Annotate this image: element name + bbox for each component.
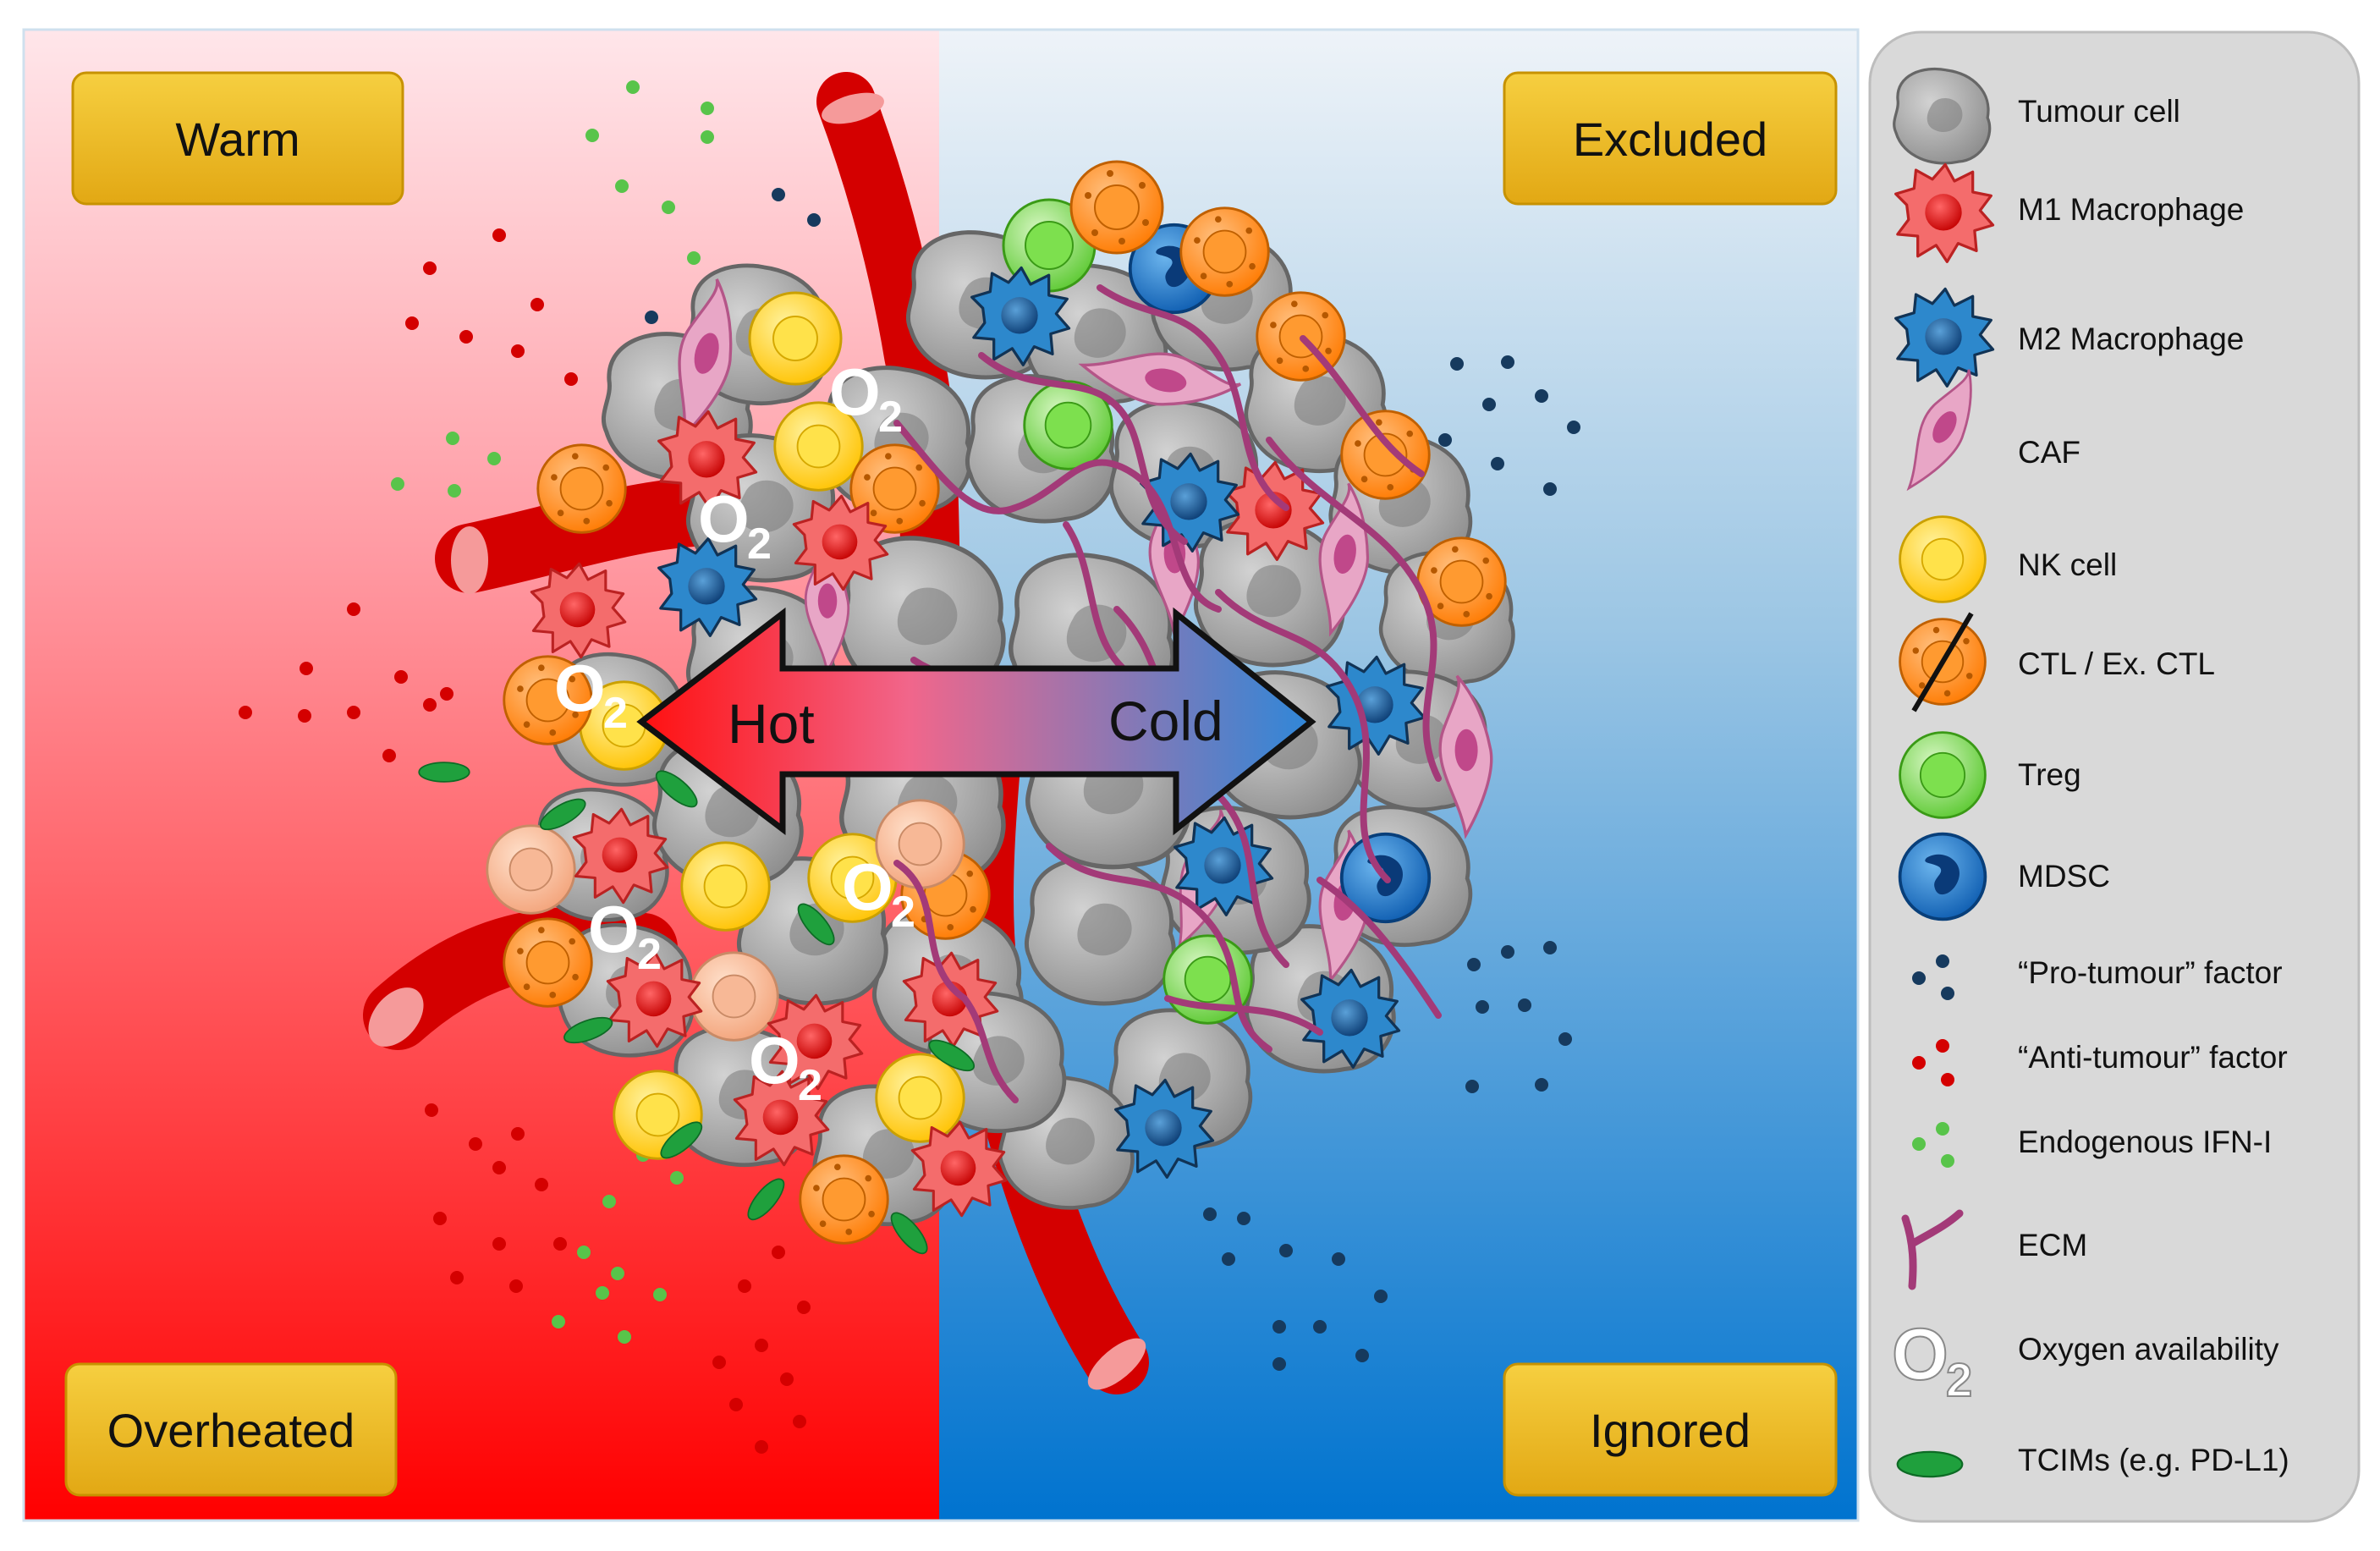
pro-tumour-factor-icon — [1912, 954, 1954, 1000]
ecm-icon — [1901, 1209, 1964, 1290]
svg-text:Overheated: Overheated — [107, 1404, 355, 1457]
svg-text:ECM: ECM — [2018, 1228, 2087, 1262]
svg-text:2: 2 — [747, 520, 772, 569]
legend-item-mdsc: MDSC — [1898, 832, 2110, 921]
legend-panel: Tumour cell M1 Macrophage M2 Macrophage … — [1868, 30, 2361, 1523]
svg-text:Warm: Warm — [175, 113, 300, 166]
treg-icon — [1899, 731, 1987, 819]
svg-text:NK cell: NK cell — [2018, 547, 2117, 582]
svg-text:O: O — [554, 651, 606, 725]
svg-text:Treg: Treg — [2018, 757, 2081, 792]
mdsc-icon — [1898, 832, 1987, 921]
cold-label: Cold — [1108, 690, 1223, 752]
svg-text:2: 2 — [878, 393, 903, 442]
ifn-icon — [1912, 1122, 1954, 1168]
tcim-icon — [1896, 1450, 1964, 1478]
legend-item-tcim: TCIMs (e.g. PD-L1) — [1896, 1443, 2289, 1478]
svg-text:2: 2 — [1946, 1353, 1972, 1406]
svg-text:O: O — [749, 1023, 800, 1097]
legend-item-ctl: CTL / Ex. CTL — [1899, 612, 2215, 712]
legend-item-caf: CAF — [1873, 368, 2080, 492]
legend-item-anti-tumour-factor: “Anti-tumour” factor — [1912, 1039, 2288, 1086]
hot-label: Hot — [728, 692, 815, 755]
legend-item-pro-tumour-factor: “Pro-tumour” factor — [1912, 954, 2283, 1000]
hot-cold-arrow[interactable]: Hot Cold — [636, 607, 1316, 836]
svg-text:“Anti-tumour” factor: “Anti-tumour” factor — [2018, 1040, 2288, 1075]
svg-text:2: 2 — [603, 689, 628, 738]
tumour-cell-icon — [1893, 67, 1992, 165]
badge-excluded: Excluded — [1503, 71, 1838, 206]
legend-item-tumour-cell: Tumour cell — [1893, 67, 2180, 165]
badge-warm: Warm — [71, 71, 404, 206]
legend-item-nk-cell: NK cell — [1899, 515, 2117, 603]
svg-text:2: 2 — [798, 1061, 822, 1110]
svg-text:Oxygen availability: Oxygen availability — [2018, 1332, 2279, 1367]
anti-tumour-factor-icon — [1912, 1039, 1954, 1086]
svg-text:2: 2 — [891, 888, 915, 937]
svg-text:“Pro-tumour” factor: “Pro-tumour” factor — [2018, 955, 2283, 990]
svg-text:2: 2 — [637, 930, 662, 979]
ifn-dots — [391, 80, 730, 1344]
svg-text:O: O — [698, 481, 750, 556]
ctl-icon — [1899, 612, 1987, 712]
legend-item-ecm: ECM — [1901, 1209, 2087, 1290]
legend-item-m2-macrophage: M2 Macrophage — [1894, 287, 2244, 388]
svg-text:Endogenous IFN-I: Endogenous IFN-I — [2018, 1125, 2272, 1159]
legend-item-m1-macrophage: M1 Macrophage — [1894, 162, 2244, 263]
oxygen-icon: O 2 — [1891, 1313, 1973, 1407]
svg-text:Tumour cell: Tumour cell — [2018, 94, 2180, 129]
svg-text:O: O — [588, 892, 640, 966]
svg-text:CTL / Ex. CTL: CTL / Ex. CTL — [2018, 646, 2215, 681]
svg-text:M1 Macrophage: M1 Macrophage — [2018, 192, 2244, 227]
svg-text:MDSC: MDSC — [2018, 859, 2110, 894]
svg-text:M2 Macrophage: M2 Macrophage — [2018, 322, 2244, 356]
svg-text:O: O — [1892, 1314, 1949, 1395]
svg-text:Ignored: Ignored — [1590, 1404, 1751, 1457]
legend-item-oxygen: O 2 Oxygen availability — [1891, 1313, 2279, 1407]
svg-text:O: O — [842, 850, 893, 924]
pro-tumour-dots — [645, 188, 1580, 1371]
badge-ignored: Ignored — [1503, 1362, 1838, 1497]
nk-cell-icon — [1899, 515, 1987, 603]
svg-text:O: O — [829, 355, 881, 429]
badge-overheated: Overheated — [64, 1362, 398, 1497]
svg-text:TCIMs (e.g. PD-L1): TCIMs (e.g. PD-L1) — [2018, 1443, 2289, 1477]
oxygen-markers: O2 O2 O2 O2 O2 O2 — [554, 355, 915, 1110]
anti-tumour-dots — [239, 228, 811, 1454]
legend-item-ifn: Endogenous IFN-I — [1912, 1122, 2272, 1168]
svg-text:Excluded: Excluded — [1573, 113, 1767, 166]
svg-text:CAF: CAF — [2018, 435, 2080, 470]
legend-item-treg: Treg — [1899, 731, 2081, 819]
